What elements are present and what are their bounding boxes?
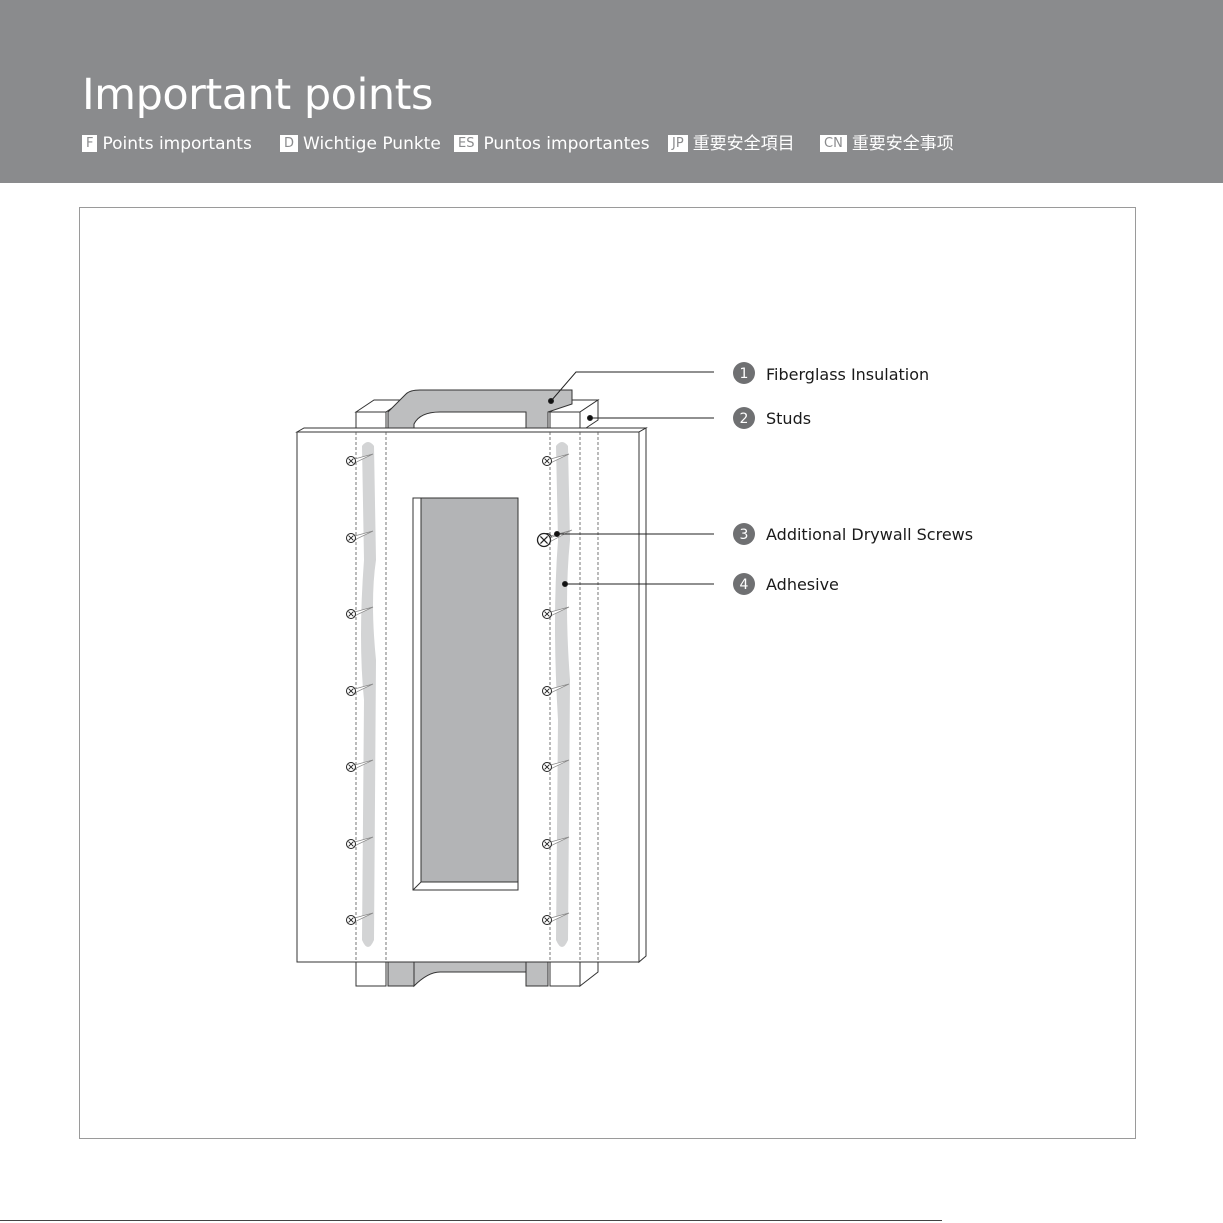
callout-4: 4 Adhesive xyxy=(733,573,839,595)
callout-number: 4 xyxy=(740,577,749,593)
callout-label-adhesive: Adhesive xyxy=(766,575,839,594)
callout-1: 1 Fiberglass Insulation xyxy=(733,362,929,384)
callout-label-fiberglass-insulation: Fiberglass Insulation xyxy=(766,365,929,384)
callout-number: 3 xyxy=(740,527,749,543)
callout-number: 2 xyxy=(740,411,749,427)
footer-rule xyxy=(0,1220,942,1221)
callout-2: 2 Studs xyxy=(733,407,811,429)
callout-number: 1 xyxy=(740,366,749,382)
window-opening xyxy=(413,498,518,890)
callout-3: 3 Additional Drywall Screws xyxy=(733,523,973,545)
callout-label-additional-drywall-screws: Additional Drywall Screws xyxy=(766,525,973,544)
callout-label-studs: Studs xyxy=(766,409,811,428)
